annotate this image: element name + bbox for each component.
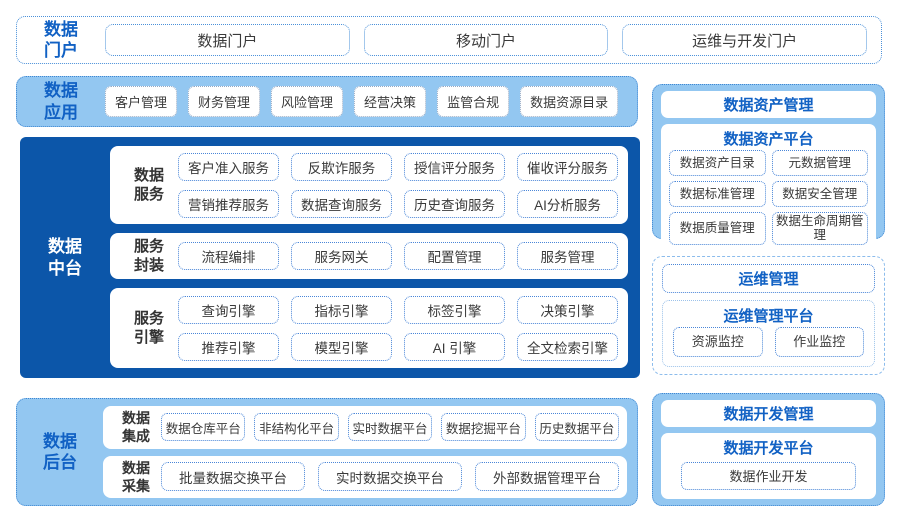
data-asset-management-section: 数据资产管理 数据资产平台 数据资产目录元数据管理 数据标准管理数据安全管理 数… [652, 84, 885, 252]
data-integration-label: 数据集成 [122, 410, 150, 445]
data-collection-panel: 数据采集 批量数据交换平台实时数据交换平台外部数据管理平台 [103, 455, 627, 498]
backend-panels: 数据集成 数据仓库平台非结构化平台实时数据平台数据挖掘平台历史数据平台 数据采集… [103, 406, 627, 498]
asset-node: 数据生命周期管理 [771, 212, 868, 245]
middle-section-label: 数据中台 [47, 237, 82, 278]
integration-node: 非结构化平台 [254, 413, 339, 442]
service-node: 反欺诈服务 [291, 152, 392, 181]
integration-row: 数据仓库平台非结构化平台实时数据平台数据挖掘平台历史数据平台 [161, 413, 620, 442]
monitor-node: 资源监控 [673, 327, 763, 357]
asset-platform-grid: 数据资产目录元数据管理 数据标准管理数据安全管理 数据质量管理数据生命周期管理 [669, 150, 868, 245]
asset-node: 数据资产目录 [669, 150, 766, 176]
service-engine-rows: 查询引擎指标引擎标签引擎决策引擎 推荐引擎模型引擎 AI 引擎全文检索引擎 [178, 295, 618, 361]
integration-node: 历史数据平台 [534, 413, 620, 442]
integration-node: 数据仓库平台 [161, 413, 246, 442]
app-node: 财务管理 [188, 86, 261, 117]
service-engine-label: 服务引擎 [133, 309, 164, 347]
development-platform-row: 数据作业开发 [669, 459, 868, 492]
encapsulation-node: 配置管理 [404, 242, 505, 270]
app-node: 客户管理 [105, 86, 178, 117]
operations-platform-title: 运维管理平台 [723, 308, 814, 325]
engine-node: 全文检索引擎 [517, 332, 618, 361]
data-service-label: 数据服务 [133, 166, 164, 204]
encapsulation-row: 流程编排服务网关配置管理服务管理 [178, 242, 618, 270]
encapsulation-node: 服务管理 [517, 242, 618, 270]
data-integration-panel: 数据集成 数据仓库平台非结构化平台实时数据平台数据挖掘平台历史数据平台 [103, 406, 627, 449]
collection-node: 实时数据交换平台 [318, 462, 462, 492]
apps-section-label: 数据应用 [43, 81, 78, 122]
operations-platform-grid: 资源监控作业监控 [673, 327, 864, 357]
asset-node: 数据质量管理 [669, 212, 766, 245]
operations-management-section: 运维管理 运维管理平台 资源监控作业监控 [652, 256, 885, 375]
engine-node: AI 引擎 [404, 332, 505, 361]
backend-section-label: 数据后台 [42, 431, 77, 472]
service-node: AI分析服务 [517, 189, 618, 218]
encapsulation-node: 服务网关 [291, 242, 392, 270]
service-encapsulation-rows: 流程编排服务网关配置管理服务管理 [178, 242, 618, 270]
data-asset-platform-title: 数据资产平台 [723, 131, 814, 148]
service-encapsulation-label: 服务封装 [133, 237, 164, 275]
collection-node: 外部数据管理平台 [475, 462, 619, 492]
engine-row: 查询引擎指标引擎标签引擎决策引擎 [178, 295, 618, 324]
engine-node: 模型引擎 [291, 332, 392, 361]
data-backend-section: 数据后台 数据集成 数据仓库平台非结构化平台实时数据平台数据挖掘平台历史数据平台… [16, 398, 638, 506]
service-node: 数据查询服务 [291, 189, 392, 218]
middle-panels: 数据服务 客户准入服务反欺诈服务授信评分服务催收评分服务 营销推荐服务数据查询服… [110, 137, 640, 378]
engine-node: 指标引擎 [291, 295, 392, 324]
data-service-panel: 数据服务 客户准入服务反欺诈服务授信评分服务催收评分服务 营销推荐服务数据查询服… [110, 146, 628, 224]
portal-section-label: 数据门户 [43, 19, 78, 60]
service-encapsulation-panel: 服务封装 流程编排服务网关配置管理服务管理 [110, 233, 628, 279]
integration-node: 数据挖掘平台 [441, 413, 526, 442]
data-service-rows: 客户准入服务反欺诈服务授信评分服务催收评分服务 营销推荐服务数据查询服务历史查询… [178, 152, 618, 218]
service-row: 客户准入服务反欺诈服务授信评分服务催收评分服务 [178, 152, 618, 181]
portal-node: 运维与开发门户 [622, 24, 868, 56]
portal-node: 移动门户 [363, 24, 609, 56]
service-row: 营销推荐服务数据查询服务历史查询服务 AI分析服务 [178, 189, 618, 218]
engine-node: 推荐引擎 [178, 332, 279, 361]
operations-management-header: 运维管理 [662, 264, 875, 293]
data-development-platform-panel: 数据开发平台 数据作业开发 [661, 433, 876, 499]
service-node: 历史查询服务 [404, 189, 505, 218]
apps-items: 客户管理财务管理风险管理经营决策监管合规数据资源目录 [105, 86, 629, 117]
operations-platform-panel: 运维管理平台 资源监控作业监控 [662, 300, 875, 367]
portal-node: 数据门户 [105, 24, 350, 56]
collection-node: 批量数据交换平台 [161, 462, 305, 492]
engine-row: 推荐引擎模型引擎 AI 引擎全文检索引擎 [178, 332, 618, 361]
asset-node: 元数据管理 [771, 150, 868, 176]
app-node: 风险管理 [271, 86, 344, 117]
data-asset-management-header: 数据资产管理 [661, 91, 876, 118]
app-node: 经营决策 [354, 86, 427, 117]
engine-node: 决策引擎 [517, 295, 618, 324]
integration-node: 实时数据平台 [347, 413, 433, 442]
data-collection-label: 数据采集 [122, 459, 150, 494]
data-development-management-header: 数据开发管理 [661, 400, 876, 427]
asset-node: 数据标准管理 [669, 181, 766, 207]
service-node: 客户准入服务 [178, 152, 279, 181]
asset-node: 数据安全管理 [771, 181, 868, 207]
app-node: 监管合规 [437, 86, 510, 117]
monitor-node: 作业监控 [774, 327, 864, 357]
data-application-section: 数据应用 客户管理财务管理风险管理经营决策监管合规数据资源目录 [16, 76, 638, 127]
collection-row: 批量数据交换平台实时数据交换平台外部数据管理平台 [161, 462, 619, 492]
development-node: 数据作业开发 [681, 461, 856, 490]
service-node: 营销推荐服务 [178, 189, 279, 218]
encapsulation-node: 流程编排 [178, 242, 279, 270]
data-middle-platform-section: 数据中台 数据服务 客户准入服务反欺诈服务授信评分服务催收评分服务 营销推荐服务… [20, 137, 640, 378]
data-development-management-section: 数据开发管理 数据开发平台 数据作业开发 [652, 393, 885, 506]
data-portal-section: 数据门户 数据门户移动门户运维与开发门户 [16, 16, 882, 64]
engine-node: 标签引擎 [404, 295, 505, 324]
service-engine-panel: 服务引擎 查询引擎指标引擎标签引擎决策引擎 推荐引擎模型引擎 AI 引擎全文检索引… [110, 288, 628, 368]
data-asset-platform-panel: 数据资产平台 数据资产目录元数据管理 数据标准管理数据安全管理 数据质量管理数据… [661, 124, 876, 252]
data-development-platform-title: 数据开发平台 [723, 440, 814, 457]
app-node: 数据资源目录 [520, 86, 619, 117]
service-node: 催收评分服务 [517, 152, 618, 181]
portal-items: 数据门户移动门户运维与开发门户 [105, 24, 868, 56]
service-node: 授信评分服务 [404, 152, 505, 181]
engine-node: 查询引擎 [178, 295, 279, 324]
